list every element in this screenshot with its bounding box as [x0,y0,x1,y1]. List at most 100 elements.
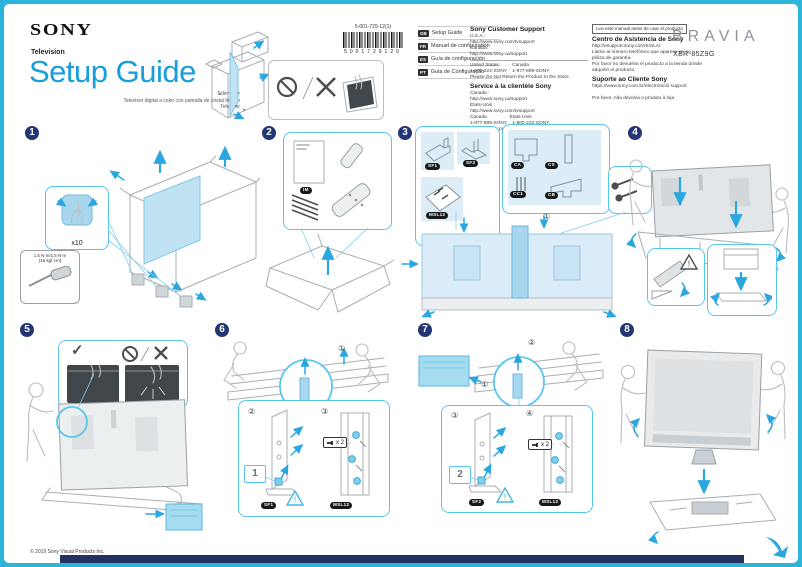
step-5-number: 5 [20,323,34,337]
separator-slash [302,76,314,100]
part-number-mark: 2 [449,466,471,484]
substep-marker-2: ② [248,407,256,416]
step-8 [610,334,796,550]
support-phones: 1-800-222-SONY 1-877-899-SONY [470,69,550,74]
step-7: ① ② [413,334,609,550]
page-turn-arrow-icon [766,537,788,558]
prohibition-icons [276,74,378,113]
support-phone-regions: Canada États-Unis [470,115,532,120]
screw-count-text: x 2 [336,439,345,446]
step-6-top-illustration [223,341,389,413]
part-badge-cs: CS [545,162,558,169]
tv-panel [651,164,774,238]
bracket-part [468,412,502,493]
support-phone-regions: United States Canada [470,63,529,68]
screws-badge: MSL12 [539,499,562,506]
person-left [620,364,646,444]
remote-control [331,183,371,217]
clip-count-label: x10 [71,240,83,247]
support-line: http://esupport.sony.com/ES/LA/ [592,44,661,49]
part-ca [514,138,538,162]
next-page-edge [60,555,744,563]
model-number: XBR-85Z9G [673,51,715,58]
svg-text:!: ! [688,259,691,269]
language-label: Guia de Configuração [430,69,485,75]
support-column-na: Sony Customer Support U.S.A.: http://www… [470,24,588,133]
substep-marker-1: ① [338,344,346,353]
torque-note-box: 1.5 N·m/1.5 N·m {15 kgf·cm} [20,250,80,304]
check-icon: ✓ [71,342,84,359]
support-note: Please Do Not Return the Product to the … [470,75,569,80]
screws-illustration [611,178,638,202]
remove-arrow [468,376,482,385]
support-column-latam: Lea este manual antes de usar el product… [592,24,704,102]
part-cs [564,134,573,164]
subtitle-es: Televisor digital a color con pantalla d… [123,97,240,104]
step-2: IM [256,132,396,316]
support-line: Por favor no devuelva el producto a la t… [592,62,702,73]
hands-press-clip [55,194,99,226]
step-6: ① [210,334,402,550]
bracket-install-callout: ② ③ 1 x 2 SF1 MSL12 ! [238,400,390,517]
caution-icon: ! [495,486,515,503]
step-5: ✓ [16,334,210,550]
lift-arrows [630,413,776,495]
part-badge: SF1 [261,502,277,509]
carton-top-illustration [265,228,395,313]
support-line: Canada: [470,46,489,51]
step-7-top-illustration [418,341,604,408]
caution-icon: ! [285,489,305,506]
part-number: 5-001-729-12(1) [354,24,392,30]
setup-guide-page: SONY Television Setup Guide Téléviseur T… [4,4,798,563]
language-label: Guía de configuración [431,56,485,62]
bravia-logo: BRAVIA [672,28,760,45]
x-icon [316,77,336,97]
accessories-callout: IM [283,132,392,230]
language-code-badge: GB [418,29,429,37]
svg-text:!: ! [504,492,507,502]
language-row-gb: GB Setup Guide [418,27,500,40]
stand-bracket [512,373,523,399]
copyright-notice: © 2019 Sony Visual Products Inc. [30,549,105,555]
screw-icon [327,440,333,445]
carton-flaps [265,233,395,313]
screw-count-text: x 2 [541,441,550,448]
barcode-block: 5-001-729-12(1) 5001729120 [340,24,406,55]
tv-panel [229,51,239,118]
step-5-illustration [26,373,203,531]
substep-marker-1: ① [543,212,551,221]
step-6-number: 6 [215,323,229,337]
step-4-number: 4 [628,126,642,140]
product-type-label: Television [31,49,65,56]
support-line: U.S.A.: [470,34,486,39]
page-title: Setup Guide [29,54,196,89]
person-right-kneeling [562,341,588,391]
step-3: SF1 SF2 MSL12 CA CS CC1 CB [394,124,652,318]
lift-arrows [109,145,232,181]
support-line: http://www.sony.ca/support [470,52,527,57]
unpacking-illustration [205,31,270,120]
language-row-es: ES Guía de configuración [418,53,500,66]
prohibition-note-box [268,60,384,120]
substep-marker-2: ② [528,338,536,347]
support-title-en: Sony Customer Support [470,26,545,33]
screwdriver-icon [28,265,72,287]
part-badge-sf1: SF1 [425,163,441,170]
language-code-badge: ES [418,55,429,63]
tv-back-illustration [401,212,627,318]
magnifier-circle [56,406,88,438]
step-4: ! [620,136,796,320]
set-down-illustration [710,248,772,306]
screws [551,432,570,484]
torque-line1: 1.5 N·m/1.5 N·m [33,253,67,258]
bracket-sf2 [461,139,488,160]
screw-icons [611,178,638,202]
manual-booklet [293,140,325,184]
svg-text:!: ! [294,495,297,505]
part-badge-cc1: CC1 [510,191,527,198]
support-box [165,503,203,531]
correct-grip-panel [67,365,119,403]
stand-bracket [299,377,310,403]
part-badge-msl12: MSL12 [426,212,449,219]
part-badge: SF2 [469,499,485,506]
